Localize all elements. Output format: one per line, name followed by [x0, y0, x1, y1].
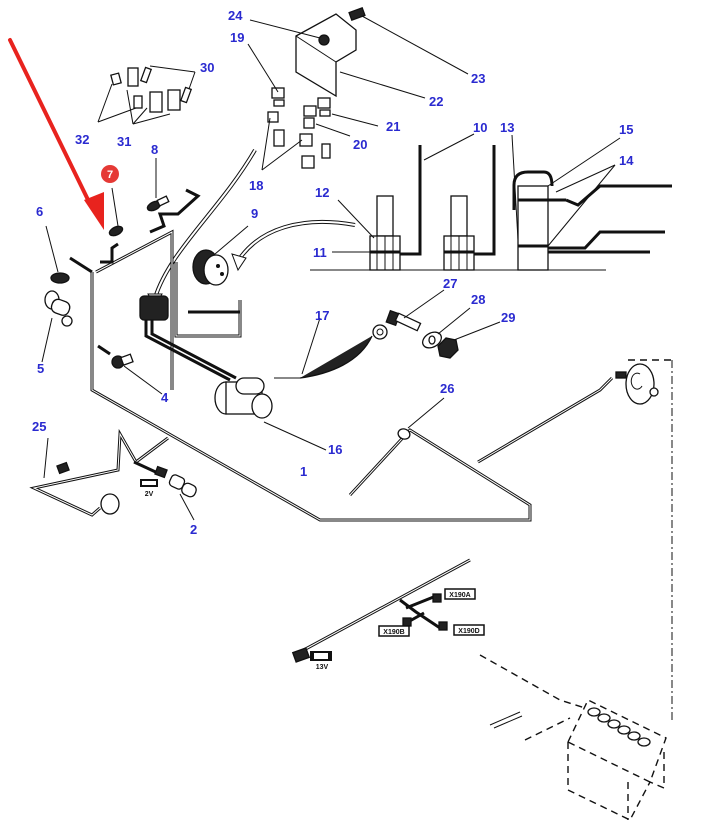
callout-30[interactable]: 30 — [200, 60, 214, 75]
callout-13[interactable]: 13 — [500, 120, 514, 135]
voltage-label-13v: 13V — [316, 664, 329, 671]
battery — [479, 654, 667, 821]
callout-27[interactable]: 27 — [443, 276, 457, 291]
starter-motor — [214, 317, 388, 451]
callout-19[interactable]: 19 — [230, 30, 244, 45]
connector-2 — [140, 465, 197, 521]
battery-cells — [587, 707, 651, 747]
callout-2[interactable]: 2 — [190, 522, 197, 537]
switch-7 — [108, 187, 124, 237]
callout-14[interactable]: 14 — [619, 153, 634, 168]
sensor-5 — [41, 290, 73, 363]
callout-18[interactable]: 18 — [249, 178, 263, 193]
callout-26[interactable]: 26 — [440, 381, 454, 396]
callout-21[interactable]: 21 — [386, 119, 400, 134]
sensor-4 — [111, 353, 163, 395]
callout-15[interactable]: 15 — [619, 122, 633, 137]
highlight-badge[interactable]: 7 — [101, 165, 119, 183]
callout-1[interactable]: 1 — [300, 464, 307, 479]
connector-tag-x190a: X190A — [444, 588, 476, 600]
callout-12[interactable]: 12 — [315, 185, 329, 200]
gauge-9 — [192, 225, 249, 286]
main-harness-left — [69, 188, 614, 522]
callout-31[interactable]: 31 — [117, 134, 131, 149]
callout-11[interactable]: 11 — [313, 245, 327, 260]
connector-tag-x190b: X190B — [378, 625, 410, 637]
callout-labels: 1 2 4 5 6 8 9 10 11 12 13 14 15 16 17 18… — [32, 8, 634, 537]
callout-24[interactable]: 24 — [228, 8, 243, 23]
connector-label: X190B — [383, 629, 404, 636]
highlight-arrow — [8, 38, 104, 230]
harness-25 — [29, 428, 169, 517]
callout-6[interactable]: 6 — [36, 204, 43, 219]
callout-10[interactable]: 10 — [473, 120, 487, 135]
switch-8 — [146, 158, 170, 212]
badge-label: 7 — [107, 169, 113, 181]
sensor-6 — [45, 225, 70, 284]
callout-32[interactable]: 32 — [75, 132, 89, 147]
callout-22[interactable]: 22 — [429, 94, 443, 109]
callout-5[interactable]: 5 — [37, 361, 44, 376]
lower-harness — [291, 558, 471, 663]
callout-16[interactable]: 16 — [328, 442, 342, 457]
callout-29[interactable]: 29 — [501, 310, 515, 325]
pointer-arrows — [147, 148, 356, 307]
callout-17[interactable]: 17 — [315, 308, 329, 323]
fastener-set — [385, 289, 501, 440]
callout-4[interactable]: 4 — [161, 390, 169, 405]
callout-25[interactable]: 25 — [32, 419, 46, 434]
voltage-label-2v: 2V — [145, 491, 154, 498]
callout-8[interactable]: 8 — [151, 142, 158, 157]
connector-tag-x190d: X190D — [453, 624, 485, 636]
connector-label: X190D — [458, 628, 479, 635]
connector-label: X190A — [449, 592, 470, 599]
callout-20[interactable]: 20 — [353, 137, 367, 152]
relay-set — [247, 43, 379, 171]
callout-23[interactable]: 23 — [471, 71, 485, 86]
callout-28[interactable]: 28 — [471, 292, 485, 307]
connector-block-18 — [139, 295, 169, 321]
central-harness — [310, 133, 672, 271]
fuse-holder-group — [97, 65, 196, 125]
alternator — [615, 359, 673, 720]
callout-9[interactable]: 9 — [251, 206, 258, 221]
relay-bracket — [249, 7, 469, 99]
